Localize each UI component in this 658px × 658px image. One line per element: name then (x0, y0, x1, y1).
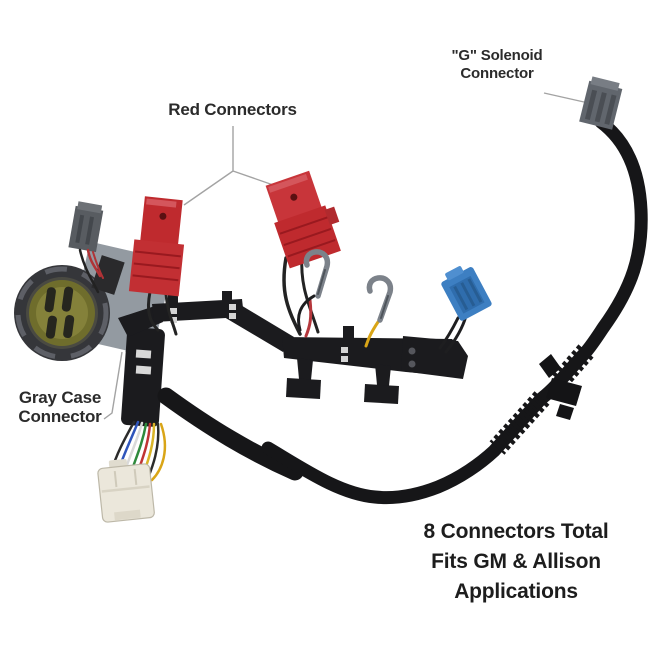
case-face-inner (36, 287, 88, 339)
loom-fitting-stub (539, 354, 561, 378)
leader-red-connectors (183, 126, 280, 206)
rail-block-bolt-2 (408, 360, 416, 368)
blue-connector (441, 266, 492, 321)
case-terminal-slots (44, 286, 75, 339)
gray-case-label-line1: Gray Case (18, 388, 102, 407)
metal-clip-1 (297, 249, 331, 332)
footer-caption-line3: Applications (454, 580, 578, 603)
small-black-connector (91, 255, 125, 295)
footer-caption-line2: Fits GM & Allison (431, 550, 601, 573)
loom-fitting-clamp (546, 378, 582, 406)
rail-foot-left (286, 358, 321, 399)
leader-lines (103, 92, 585, 420)
loom-sleeve (157, 387, 304, 481)
red-connectors-label: Red Connectors (150, 100, 315, 120)
rail-plate-link (118, 305, 163, 337)
case-bracket (121, 327, 165, 427)
case-bracket-slot-1 (135, 349, 152, 359)
red-connector-right-wires (282, 254, 320, 338)
gray-case-label: Gray Case Connector (0, 388, 120, 426)
rail-tab-1 (168, 294, 178, 306)
rail-tab-3 (343, 326, 354, 339)
red-connector-right (265, 170, 341, 269)
rail-block-bolt-1 (408, 347, 416, 355)
footer-caption-line1: 8 Connectors Total (423, 520, 609, 543)
rail-white-slots (170, 304, 348, 362)
red-connector-left-wires (146, 290, 178, 336)
leader-g-solenoid (543, 92, 585, 103)
wire-loom-tube (157, 115, 648, 505)
small-gray-connector (68, 201, 104, 253)
mounting-rail (118, 291, 468, 404)
rail-foot-right (364, 364, 399, 404)
loom-fitting-nub (556, 404, 574, 420)
rail-end-block (401, 336, 468, 379)
gray-case-connector (14, 241, 174, 427)
rail-tab-2 (222, 291, 232, 303)
red-connector-left (128, 196, 185, 297)
leader-gray-case (103, 351, 123, 420)
rail-diagonal (224, 301, 294, 352)
red-connectors-label-text: Red Connectors (168, 100, 297, 119)
case-bracket-slot-2 (135, 365, 152, 375)
case-ring-detail (15, 266, 109, 360)
case-wires (78, 248, 104, 294)
footer-caption: 8 Connectors Total Fits GM & Allison App… (391, 517, 641, 607)
gray-case-label-line2: Connector (18, 407, 102, 426)
metal-clip-2 (364, 275, 394, 348)
g-solenoid-label-line2: Connector (460, 65, 534, 82)
g-solenoid-label: "G" Solenoid Connector (432, 47, 562, 83)
loom-fitting (539, 354, 582, 420)
white-connector (97, 458, 155, 523)
g-solenoid-label-line1: "G" Solenoid (451, 47, 543, 64)
g-solenoid-connector (579, 76, 623, 130)
